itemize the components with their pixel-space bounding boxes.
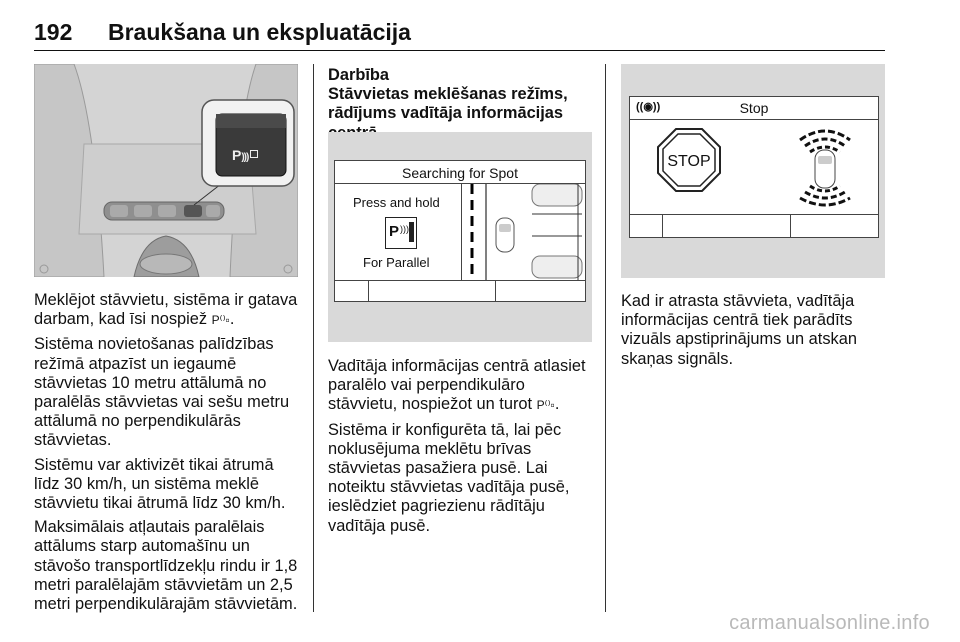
- page-number: 192: [34, 19, 73, 45]
- page-header: 192 Braukšana un ekspluatācija: [34, 0, 885, 51]
- press-hold-label: Press and hold: [353, 195, 440, 210]
- paragraph: Sistēmu var aktivizēt tikai ātrumā līdz …: [34, 455, 286, 513]
- column-3-text: Kad ir atrasta stāvvieta, vadītāja infor…: [621, 292, 883, 374]
- stop-sign-text: STOP: [667, 153, 710, 170]
- parking-lane-graphic: [470, 184, 583, 280]
- dic-screen: Searching for Spot Press and hold P ))) …: [334, 160, 586, 302]
- parking-button-label: P: [232, 147, 242, 163]
- parking-assist-icon: P⁽⁾▫: [536, 398, 555, 413]
- parking-assist-icon: P⁽⁾▫: [211, 313, 230, 328]
- paragraph: Kad ir atrasta stāvvieta, vadītāja infor…: [621, 292, 857, 368]
- column-1-text: Meklējot stāvvietu, sistēma ir gatava da…: [34, 291, 302, 619]
- screen-title: Stop: [739, 100, 769, 116]
- section-heading: Darbība: [328, 66, 390, 84]
- center-console-illustration: [34, 64, 298, 277]
- parking-assist-icon: P))): [232, 147, 259, 163]
- column-2-text: Vadītāja informācijas centrā atlasiet pa…: [328, 357, 598, 541]
- dic-screen: ((◉)) Stop STOP: [629, 96, 879, 238]
- for-parallel-label: For Parallel: [363, 255, 430, 270]
- parking-assist-icon: P ))): [385, 217, 417, 249]
- stop-screen-figure: ((◉)) Stop STOP: [621, 64, 885, 278]
- paragraph: Vadītāja informācijas centrā atlasiet pa…: [328, 357, 586, 414]
- paragraph: Maksimālais atļautais paralēlais attālum…: [34, 518, 298, 614]
- watermark: carmanualsonline.info: [729, 612, 930, 634]
- chapter-title: Braukšana un ekspluatācija: [108, 19, 411, 45]
- stop-sign-icon: STOP: [657, 128, 721, 192]
- parking-sensor-icon: ((◉)): [636, 101, 661, 113]
- paragraph: Sistēma ir konfigurēta tā, lai pēc noklu…: [328, 420, 570, 535]
- column-divider: [313, 64, 314, 612]
- searching-spot-figure: Searching for Spot Press and hold P ))) …: [328, 132, 592, 342]
- column-divider: [605, 64, 606, 612]
- center-console-figure: P))): [34, 64, 298, 277]
- paragraph: Sistēma novietošanas palīdzības režīmā a…: [34, 335, 290, 450]
- screen-title: Searching for Spot: [402, 165, 518, 181]
- paragraph: Meklējot stāvvietu, sistēma ir gatava da…: [34, 291, 298, 329]
- parking-sensor-graphic: [799, 129, 851, 207]
